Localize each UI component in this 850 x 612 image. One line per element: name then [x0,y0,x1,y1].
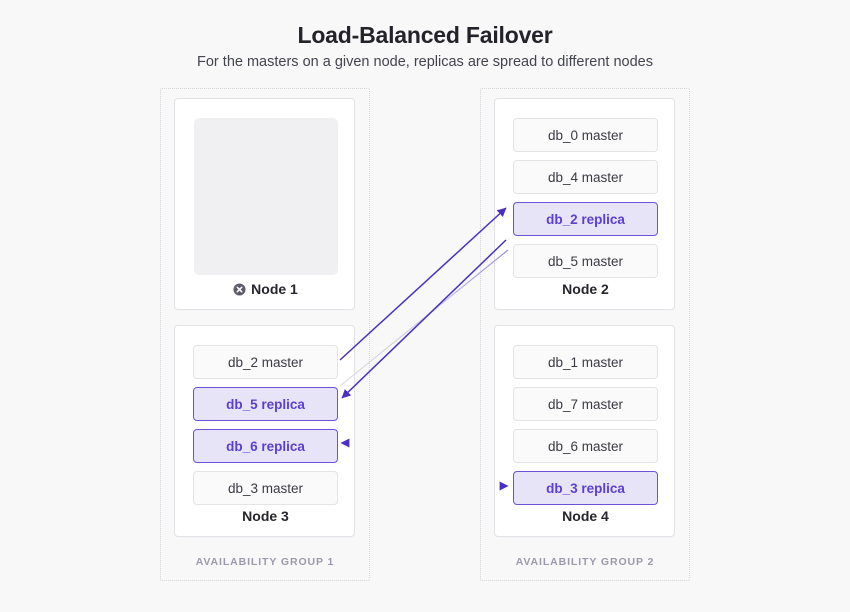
node-card-4[interactable]: db_1 master db_7 master db_6 master db_3… [494,325,675,537]
db-box-db_0-master[interactable]: db_0 master [513,118,658,152]
db-box-db_1-master[interactable]: db_1 master [513,345,658,379]
page-title: Load-Balanced Failover [297,22,553,48]
node-1-label: Node 1 [251,281,298,297]
availability-group-1-label: AVAILABILITY GROUP 1 [195,556,335,568]
node-card-2[interactable]: db_0 master db_4 master db_2 replica db_… [494,98,675,310]
node-3-label-row: Node 3 [175,508,356,524]
page-subtitle: For the masters on a given node, replica… [197,54,653,70]
node-2-label: Node 2 [562,281,609,297]
node-2-label-row: Node 2 [495,281,676,297]
db-box-db_4-master[interactable]: db_4 master [513,160,658,194]
db-box-db_6-master[interactable]: db_6 master [513,429,658,463]
node-card-1[interactable]: Node 1 [174,98,355,310]
db-box-db_3-master[interactable]: db_3 master [193,471,338,505]
node-card-3[interactable]: db_2 master db_5 replica db_6 replica db… [174,325,355,537]
db-box-db_2-master[interactable]: db_2 master [193,345,338,379]
node-4-label-row: Node 4 [495,508,676,524]
db-box-db_5-master[interactable]: db_5 master [513,244,658,278]
node-2-db-list: db_0 master db_4 master db_2 replica db_… [513,118,658,286]
db-box-db_3-replica[interactable]: db_3 replica [513,471,658,505]
db-box-db_6-replica[interactable]: db_6 replica [193,429,338,463]
x-circle-icon [233,282,246,296]
availability-group-2-label: AVAILABILITY GROUP 2 [515,556,655,568]
db-box-db_7-master[interactable]: db_7 master [513,387,658,421]
node-1-empty-placeholder [194,118,338,275]
node-4-db-list: db_1 master db_7 master db_6 master db_3… [513,345,658,513]
node-3-label: Node 3 [242,508,289,524]
db-box-db_2-replica[interactable]: db_2 replica [513,202,658,236]
db-box-db_5-replica[interactable]: db_5 replica [193,387,338,421]
node-4-label: Node 4 [562,508,609,524]
node-1-label-row: Node 1 [175,281,356,297]
node-3-db-list: db_2 master db_5 replica db_6 replica db… [193,345,338,513]
